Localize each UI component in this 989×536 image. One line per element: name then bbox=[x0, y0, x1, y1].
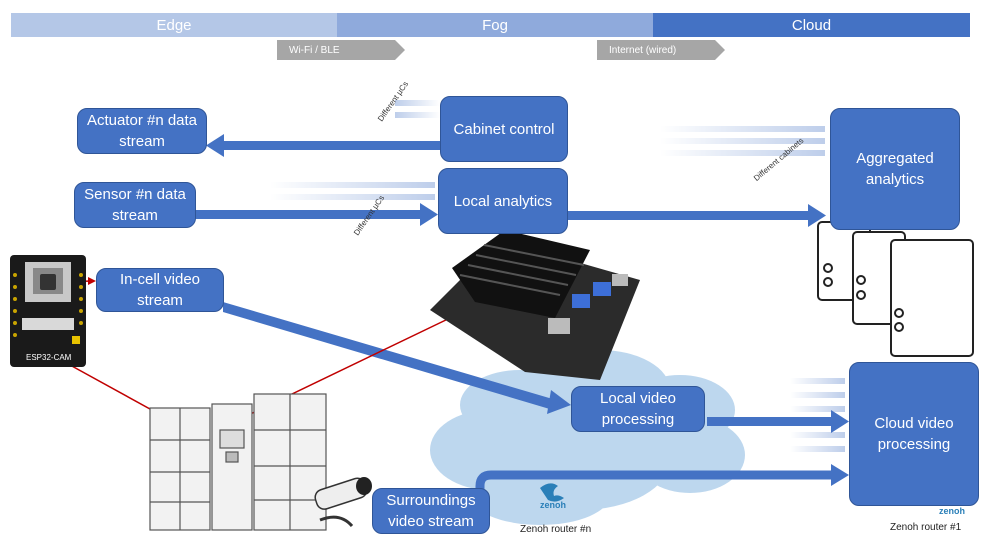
aggregated-analytics-box: Aggregated analytics bbox=[830, 108, 960, 230]
local-video-processing-box: Local video processing bbox=[571, 386, 705, 432]
cloud-zone-band: Cloud bbox=[653, 13, 970, 37]
wifi-ble-chevron: Wi-Fi / BLE bbox=[277, 40, 405, 60]
zenoh-router-n-caption: Zenoh router #n bbox=[520, 524, 592, 535]
fog-zone-band: Fog bbox=[337, 13, 653, 37]
zenoh-wordmark-1: zenoh bbox=[939, 506, 965, 516]
security-camera-icon bbox=[314, 477, 372, 528]
cloud-video-processing-box: Cloud video processing bbox=[849, 362, 979, 506]
sensor-stream-box: Sensor #n data stream bbox=[74, 182, 196, 228]
edge-zone-band: Edge bbox=[11, 13, 337, 37]
zenoh-router-1-caption: Zenoh router #1 bbox=[890, 522, 962, 533]
jetson-board-icon bbox=[430, 230, 640, 380]
actuator-stream-box: Actuator #n data stream bbox=[77, 108, 207, 154]
zenoh-wordmark-n: zenoh bbox=[540, 500, 566, 510]
faded-arrows bbox=[270, 100, 845, 452]
cabinet-control-box: Cabinet control bbox=[440, 96, 568, 162]
esp32-cam-caption: ESP32-CAM bbox=[26, 353, 72, 362]
locker-cabinet-icon bbox=[149, 393, 327, 531]
server-stack-icon bbox=[817, 221, 974, 357]
local-analytics-box: Local analytics bbox=[438, 168, 568, 234]
surroundings-video-box: Surroundings video stream bbox=[372, 488, 490, 534]
internet-wired-chevron: Internet (wired) bbox=[597, 40, 725, 60]
in-cell-video-box: In-cell video stream bbox=[96, 268, 224, 312]
zenoh-logo-icon-n bbox=[540, 483, 564, 502]
main-arrows bbox=[195, 134, 849, 510]
esp32-cam-icon bbox=[10, 255, 86, 367]
